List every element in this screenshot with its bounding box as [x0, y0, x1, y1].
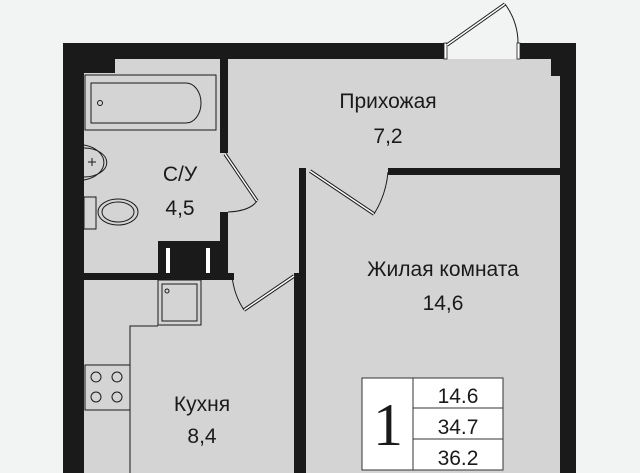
- hallway-area: 7,2: [373, 125, 402, 148]
- ventilation-shaft: [158, 241, 220, 273]
- hallway-name: Прихожая: [339, 90, 436, 113]
- wall: [388, 168, 560, 175]
- washbasin-icon: [83, 144, 108, 181]
- bathroom-name: С/У: [163, 163, 198, 186]
- living-area: 14.6: [438, 385, 479, 408]
- bathroom-area: 4,5: [165, 197, 194, 220]
- apartment-info-box: 1 14.6 34.7 36.2: [361, 377, 504, 471]
- wall: [220, 212, 228, 280]
- bathroom-door[interactable]: [223, 153, 259, 213]
- toilet-icon: [83, 196, 139, 230]
- kitchen-name: Кухня: [174, 393, 230, 416]
- kitchen-counter: [129, 325, 158, 473]
- total-area-no-balcony: 34.7: [438, 416, 479, 439]
- wall: [294, 273, 306, 473]
- living-room-area: 14,6: [423, 292, 464, 315]
- kitchen-area: 8,4: [187, 425, 217, 448]
- stove-icon: [84, 364, 131, 411]
- living-room-door[interactable]: [309, 169, 389, 216]
- kitchen-door[interactable]: [231, 274, 295, 312]
- balcony-door-opening: [444, 43, 520, 59]
- wall: [84, 273, 234, 280]
- balcony-door[interactable]: [445, 2, 519, 47]
- living-room-name: Жилая комната: [367, 258, 519, 281]
- wall: [220, 59, 228, 153]
- bathtub-icon: [84, 74, 217, 131]
- total-area: 36.2: [438, 447, 479, 470]
- rooms-count: 1: [373, 392, 403, 458]
- kitchen-sink-icon: [157, 279, 202, 326]
